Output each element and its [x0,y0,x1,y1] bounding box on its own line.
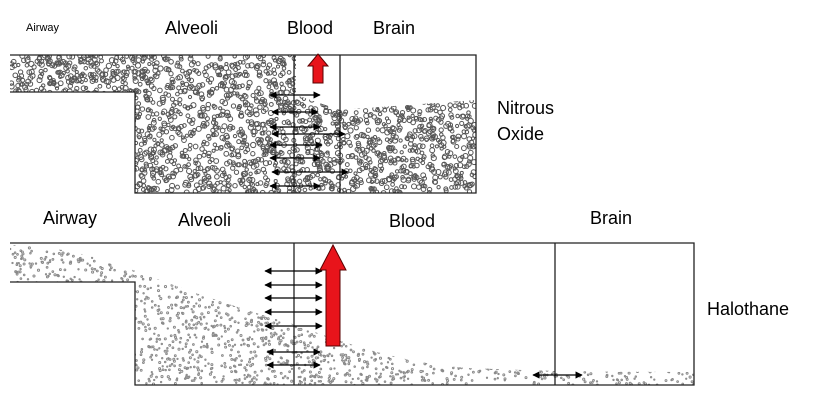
top-gas-particles [10,55,476,193]
bottom-brain-label: Brain [590,208,633,228]
bottom-uptake-arrow-icon [319,243,347,347]
top-alveoli-label: Alveoli [165,18,219,38]
nitrous-oxide-label-line2: Oxide [497,124,545,144]
bottom-gas-particles [10,245,694,385]
bottom-blood-label: Blood [389,211,436,231]
top-uptake-arrow-icon [306,53,330,84]
top-exchange-arrows [269,91,349,190]
top-panel [10,53,477,194]
top-brain-label: Brain [373,18,416,38]
top-airway-label: Airway [26,22,60,34]
bottom-panel [10,242,695,386]
bottom-airway-label: Airway [43,208,98,228]
bottom-alveoli-label: Alveoli [178,210,232,230]
nitrous-oxide-label-line1: Nitrous [497,98,555,118]
halothane-label: Halothane [707,299,790,319]
top-blood-label: Blood [287,18,334,38]
bottom-panel-outline [10,242,695,386]
bottom-exchange-arrows [264,267,583,379]
